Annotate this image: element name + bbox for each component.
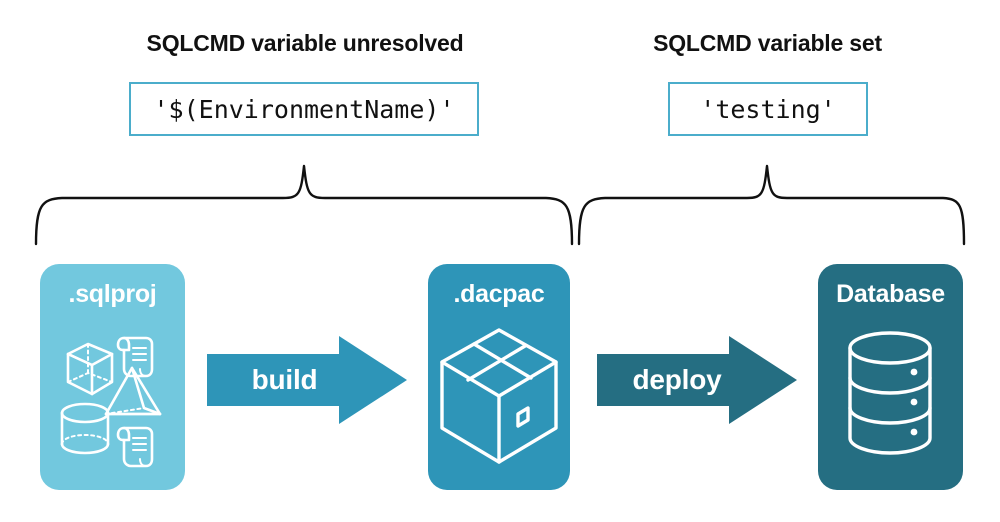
brace-left [34,164,574,246]
code-value-box-set: 'testing' [668,82,868,136]
arrow-build-shape [207,336,407,424]
card-sqlproj-label: .sqlproj [68,280,157,308]
scroll-icon [116,426,154,468]
scroll-icon [116,336,154,378]
brace-right [577,164,966,246]
arrow-build-label: build [251,364,318,395]
arrow-build [207,336,407,424]
card-sqlproj: .sqlproj [40,264,185,490]
cylinder-icon [60,402,110,455]
heading-sqlcmd-set: SQLCMD variable set [653,30,882,56]
arrow-deploy-shape [597,336,797,424]
cube-icon [66,342,114,396]
arrow-deploy [597,336,797,424]
package-box-icon [440,328,558,464]
code-value-box-unresolved: '$(EnvironmentName)' [129,82,479,136]
card-database-label: Database [836,280,945,308]
arrow-deploy-label: deploy [632,364,722,395]
sqlproj-artifacts-group [60,336,162,468]
pyramid-icon [104,366,162,416]
database-cylinder-icon [848,331,932,455]
card-database: Database [818,264,963,490]
card-dacpac-label: .dacpac [453,280,545,308]
card-dacpac: .dacpac [428,264,570,490]
heading-sqlcmd-unresolved: SQLCMD variable unresolved [146,30,464,56]
